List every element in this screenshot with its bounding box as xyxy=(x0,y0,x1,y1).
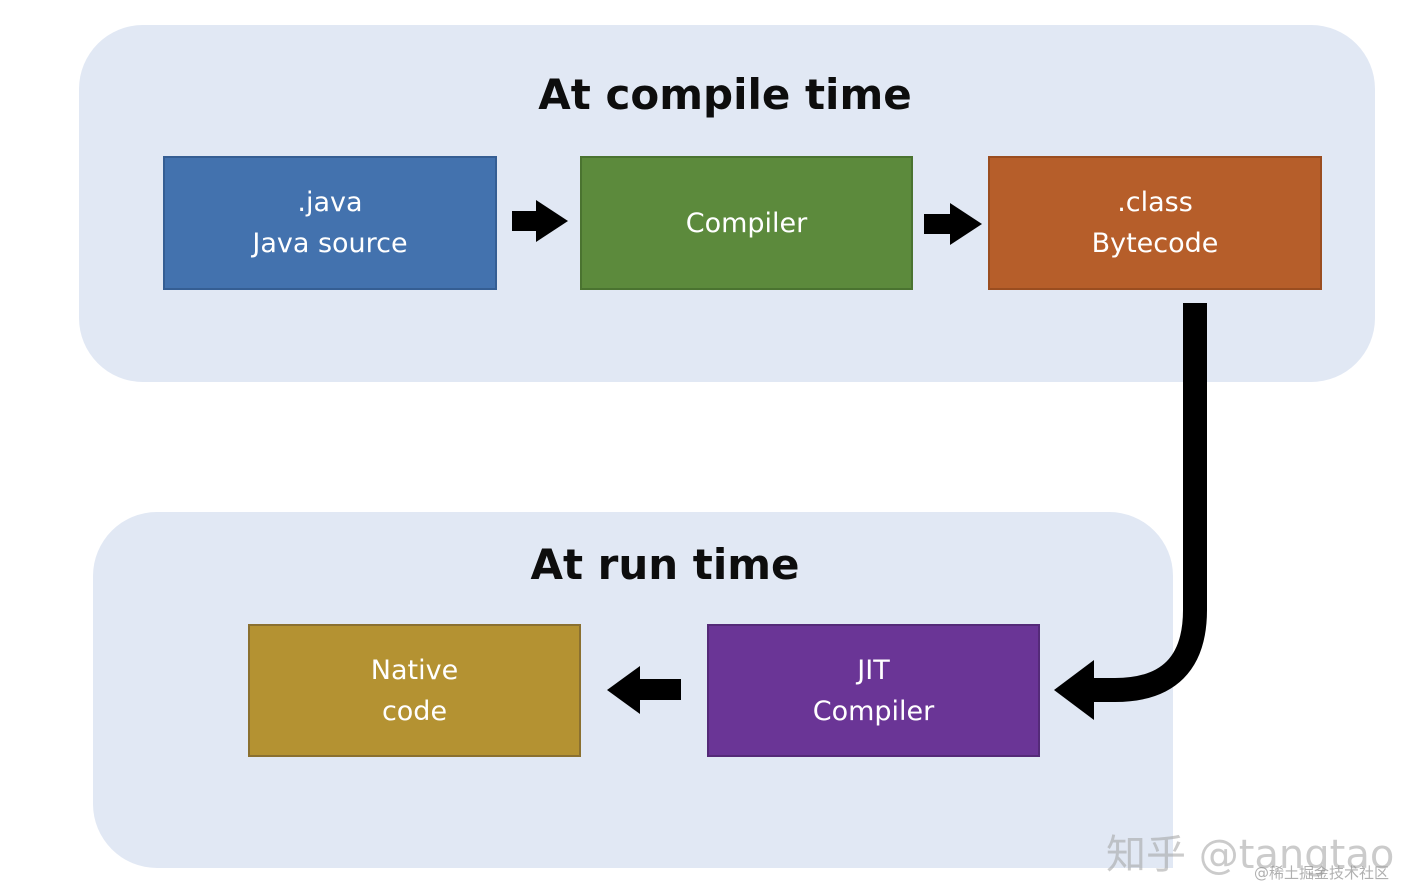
arrow-java-to-compiler xyxy=(512,200,568,242)
bytecode-label: Bytecode xyxy=(1091,228,1219,259)
java-source-box: .java Java source xyxy=(163,156,497,290)
arrow-bytecode-to-jit xyxy=(1054,303,1207,720)
arrow-compiler-to-bytecode xyxy=(924,203,982,245)
bytecode-extension: .class xyxy=(1117,187,1193,218)
jit-compiler-line2: Compiler xyxy=(812,695,935,727)
java-source-label: Java source xyxy=(252,228,408,259)
native-code-box: Native code xyxy=(248,624,581,757)
java-source-extension: .java xyxy=(297,187,363,218)
jit-compiler-box: JIT Compiler xyxy=(707,624,1040,757)
juejin-watermark: @稀土掘金技术社区 xyxy=(1254,864,1390,882)
compile-time-title: At compile time xyxy=(538,70,912,119)
bytecode-box: .class Bytecode xyxy=(988,156,1322,290)
native-code-line1: Native xyxy=(370,654,459,686)
compiler-label: Compiler xyxy=(685,207,808,239)
jit-compiler-line1: JIT xyxy=(857,654,890,686)
zhihu-watermark: 知乎 @tangtao xyxy=(1106,832,1395,878)
compiler-box: Compiler xyxy=(580,156,913,290)
native-code-line2: code xyxy=(381,695,448,727)
arrow-jit-to-native xyxy=(607,666,681,714)
run-time-title: At run time xyxy=(530,540,800,589)
